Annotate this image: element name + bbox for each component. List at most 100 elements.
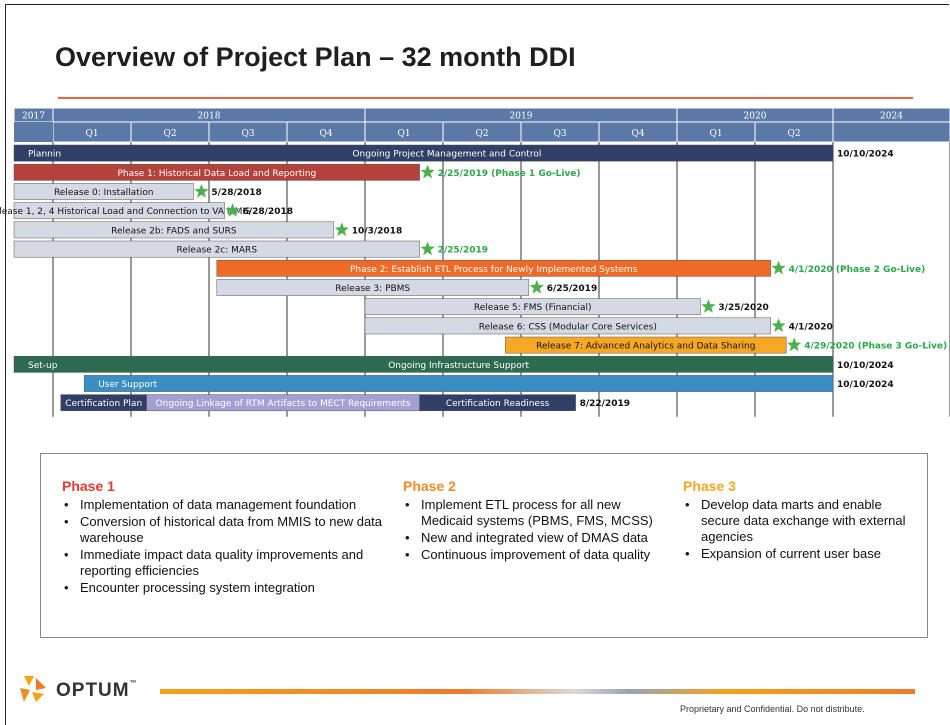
milestone-date-label: 6/25/2019 <box>547 284 597 294</box>
gantt-bar-label: Release 1, 2, 4 Historical Load and Conn… <box>0 207 251 217</box>
milestone-date-label: 5/28/2018 <box>211 188 261 198</box>
gantt-bar-phase1 <box>13 163 420 181</box>
gantt-bar-label: Certification Plan <box>65 399 142 409</box>
phase3-column: Phase 3 Develop data marts and enable se… <box>683 478 908 563</box>
phase2-column: Phase 2 Implement ETL process for all ne… <box>403 478 668 564</box>
phase1-list: Implementation of data management founda… <box>62 497 392 596</box>
gantt-bar-certification <box>419 394 576 412</box>
footer-color-bar <box>160 689 915 694</box>
milestone-star-icon <box>225 203 240 217</box>
quarter-label: Q1 <box>85 129 98 139</box>
year-label: 2020 <box>744 112 767 122</box>
milestone-date-label: 3/25/2020 <box>718 303 768 313</box>
gantt-bar-label: Release 5: FMS (Financial) <box>474 303 592 313</box>
gantt-bar-usersupport <box>83 375 834 392</box>
quarter-label: Q2 <box>163 129 176 139</box>
quarter-label: Q3 <box>241 129 254 139</box>
phase1-column: Phase 1 Implementation of data managemen… <box>62 478 392 597</box>
milestone-date-label: 10/10/2024 <box>837 150 894 160</box>
phase2-item: Continuous improvement of data quality <box>403 547 668 563</box>
gantt-bar-infrastructure <box>83 355 834 373</box>
milestone-star-icon <box>529 280 544 294</box>
optum-logo: OPTUM™ <box>18 670 158 706</box>
year-label: 2017 <box>22 112 45 122</box>
gantt-bar-label: Release 3: PBMS <box>335 284 410 294</box>
milestone-date-label: 10/10/2024 <box>837 380 894 390</box>
gantt-bar-label: Set-up <box>28 361 58 371</box>
gantt-bar-release7 <box>505 336 787 354</box>
phase2-list: Implement ETL process for all new Medica… <box>403 497 668 563</box>
milestone-star-icon <box>701 299 716 313</box>
quarter-label: Q4 <box>319 129 332 139</box>
phase2-item: Implement ETL process for all new Medica… <box>403 497 668 529</box>
year-label: 2024 <box>880 112 903 122</box>
gantt-bar-release6 <box>364 317 771 335</box>
gantt-bar-release0 <box>13 183 194 200</box>
quarter-label: Q2 <box>475 129 488 139</box>
quarter-label: Q4 <box>631 129 644 139</box>
year-label: 2019 <box>510 112 533 122</box>
page-border <box>5 4 949 725</box>
phase3-list: Develop data marts and enable secure dat… <box>683 497 908 562</box>
gantt-bar-label: Release 6: CSS (Modular Core Services) <box>479 322 657 332</box>
gantt-bar-release2c <box>13 240 420 258</box>
gantt-bar-label: Ongoing Project Management and Control <box>352 150 541 160</box>
gantt-bar-release124 <box>13 202 225 220</box>
title-rule <box>58 97 913 99</box>
gantt-bar-label: Release 0: Installation <box>54 188 154 198</box>
milestone-date-label: 2/25/2019 <box>438 246 488 256</box>
quarter-label: Q2 <box>787 129 800 139</box>
year-label: 2018 <box>198 112 221 122</box>
milestone-star-icon <box>787 337 802 352</box>
milestone-date-label: 10/10/2024 <box>837 361 894 371</box>
gantt-bar-label: Planning <box>28 150 67 160</box>
phase2-heading: Phase 2 <box>403 478 456 494</box>
phase1-item: Conversion of historical data from MMIS … <box>62 514 392 546</box>
quarter-header-cell <box>832 121 950 143</box>
gantt-bar-label: Certification Readiness <box>446 399 550 409</box>
gantt-bar-label: Ongoing Infrastructure Support <box>388 361 529 371</box>
phase1-heading: Phase 1 <box>62 478 115 494</box>
gantt-bar-label: User Support <box>98 380 157 390</box>
gantt-bar-release3 <box>216 279 530 296</box>
gantt-bar-label: Ongoing Linkage of RTM Artifacts to MECT… <box>156 399 411 409</box>
optum-wordmark-text: OPTUM <box>56 680 130 701</box>
milestone-star-icon <box>334 222 349 236</box>
optum-wordmark: OPTUM™ <box>56 680 138 702</box>
milestone-date-label: 4/1/2020 (Phase 2 Go-Live) <box>789 265 926 275</box>
gantt-bar-planning <box>60 144 834 162</box>
milestone-date-label: 4/1/2020 <box>789 322 833 332</box>
gantt-bar-phase2 <box>216 259 771 277</box>
quarter-label: Q1 <box>397 129 410 139</box>
quarter-label: Q3 <box>553 129 566 139</box>
phase3-item: Expansion of current user base <box>683 546 908 562</box>
phase1-item: Encounter processing system integration <box>62 580 392 596</box>
milestone-date-label: 6/28/2018 <box>243 207 293 217</box>
gantt-bar-label: Release 2b: FADS and SURS <box>111 226 237 236</box>
trademark-mark: ™ <box>129 680 138 687</box>
milestone-date-label: 2/25/2019 (Phase 1 Go-Live) <box>438 169 581 179</box>
gantt-bar-label: Release 7: Advanced Analytics and Data S… <box>536 342 755 352</box>
milestone-date-label: 10/3/2018 <box>352 226 402 236</box>
phase3-heading: Phase 3 <box>683 478 736 494</box>
milestone-star-icon <box>771 260 786 275</box>
milestone-star-icon <box>420 241 435 256</box>
phase3-item: Develop data marts and enable secure dat… <box>683 497 908 545</box>
phase1-item: Immediate impact data quality improvemen… <box>62 547 392 579</box>
gantt-bar-release2b <box>13 221 335 239</box>
optum-logo-icon <box>20 676 46 702</box>
gantt-bar-label: Phase 2: Establish ETL Process for Newly… <box>350 265 638 275</box>
milestone-date-label: 4/29/2020 (Phase 3 Go-Live) <box>804 342 947 352</box>
gantt-bar-label: Phase 1: Historical Data Load and Report… <box>117 169 316 179</box>
gantt-bar-label: Release 2c: MARS <box>177 246 258 256</box>
gantt-bar-release5 <box>364 298 701 316</box>
page-title: Overview of Project Plan – 32 month DDI <box>55 42 576 72</box>
milestone-star-icon <box>771 318 786 332</box>
phase2-item: New and integrated view of DMAS data <box>403 530 668 546</box>
quarter-header-spacer <box>14 122 53 142</box>
footer-note: Proprietary and Confidential. Do not dis… <box>680 704 865 714</box>
phase1-item: Implementation of data management founda… <box>62 497 392 513</box>
milestone-star-icon <box>194 184 209 198</box>
